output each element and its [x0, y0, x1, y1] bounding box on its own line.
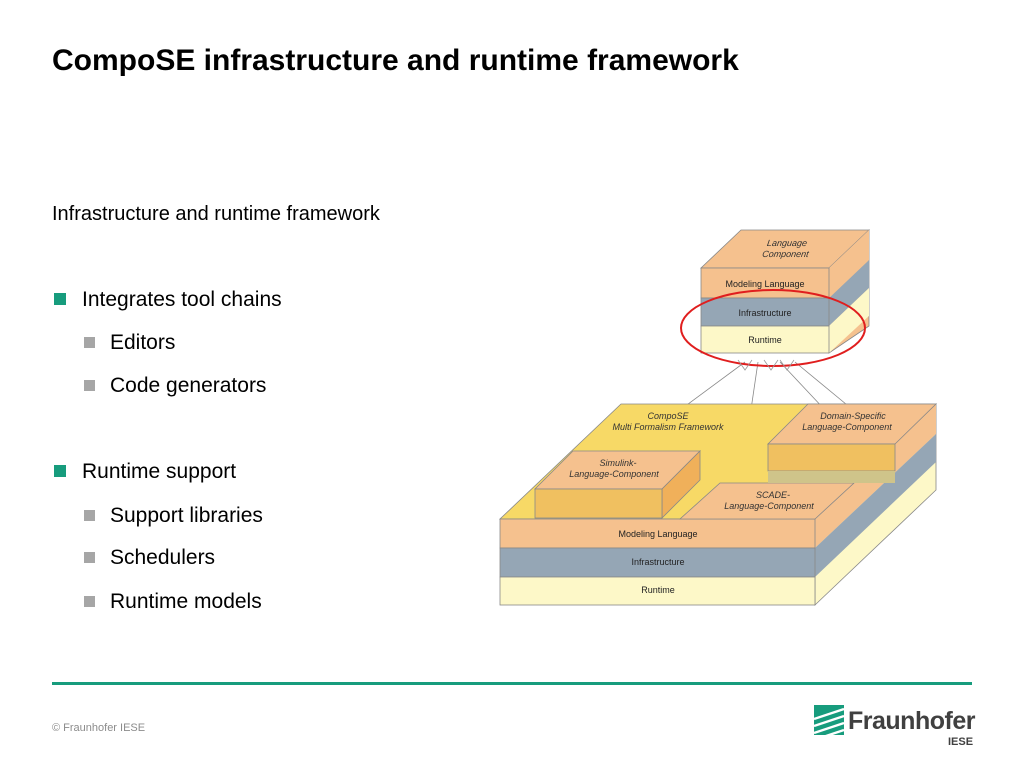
logo-subtitle: IESE: [948, 736, 974, 748]
bullet-text: Runtime support: [82, 460, 237, 483]
arrowhead-icon: [779, 359, 795, 371]
bottom-modeling-label: Modeling Language: [618, 529, 697, 539]
sub-bullet-text: Runtime models: [110, 590, 262, 613]
gray-bullet-icon: [84, 380, 95, 391]
dsl-shadow: [768, 471, 895, 483]
infrastructure-layer: [700, 297, 830, 327]
logo-wordmark: Fraunhofer: [848, 707, 975, 735]
gray-bullet-icon: [84, 337, 95, 348]
top-runtime-label: Runtime: [748, 335, 782, 345]
fraunhofer-logo-icon: [814, 705, 844, 735]
framework-infrastructure-side: [815, 434, 936, 577]
simulink-component: [534, 450, 701, 519]
slide-title: CompoSE infrastructure and runtime frame…: [52, 44, 739, 77]
teal-bullet-icon: [54, 465, 66, 477]
dsl-front-face: [767, 443, 896, 472]
top-modeling-label: Modeling Language: [725, 279, 804, 289]
arrowhead-icon: [763, 359, 779, 371]
simulink-label-line1: Simulink-: [599, 458, 636, 468]
framework-runtime-layer: [499, 576, 816, 606]
dsl-label-line2: Language-Component: [802, 422, 892, 432]
scade-label-line1: SCADE-: [756, 490, 790, 500]
top-infrastructure-label: Infrastructure: [738, 308, 791, 318]
bottom-runtime-label: Runtime: [641, 585, 675, 595]
bullet-text: Integrates tool chains: [82, 288, 282, 311]
simulink-front-face: [534, 488, 663, 519]
gray-bullet-icon: [84, 552, 95, 563]
teal-bullet-icon: [54, 293, 66, 305]
modeling-language-layer: [700, 267, 830, 299]
slide-subtitle: Infrastructure and runtime framework: [52, 203, 380, 225]
gray-bullet-icon: [84, 510, 95, 521]
modeling-side-face: [829, 230, 869, 298]
framework-infrastructure-layer: [499, 547, 816, 578]
copyright-text: © Fraunhofer IESE: [52, 722, 146, 734]
runtime-side-face: [829, 288, 869, 353]
footer-rule: [52, 682, 972, 685]
sub-bullet-text: Support libraries: [110, 504, 263, 527]
component-label-line1: Language: [766, 238, 807, 248]
framework-label-line2: Multi Formalism Framework: [612, 422, 724, 432]
infrastructure-side-face: [829, 260, 869, 326]
language-component-block: [699, 229, 871, 354]
dsl-component: [767, 403, 937, 483]
highlight-ellipse: [680, 289, 866, 367]
bottom-infrastructure-label: Infrastructure: [631, 557, 684, 567]
connector-line: [779, 361, 826, 411]
sub-bullet-text: Schedulers: [110, 546, 216, 569]
framework-label-line1: CompoSE: [647, 411, 689, 421]
architecture-diagram: Language Component Modeling Language Inf…: [490, 222, 950, 614]
scade-label-line2: Language-Component: [724, 501, 814, 511]
runtime-layer: [700, 325, 830, 354]
gray-bullet-icon: [84, 596, 95, 607]
arrowhead-icon: [737, 359, 753, 371]
sub-bullet-text: Code generators: [110, 374, 267, 397]
framework-modeling-layer: [499, 518, 816, 549]
fraunhofer-logo: Fraunhofer IESE: [812, 703, 977, 751]
component-label-line2: Component: [762, 249, 810, 259]
dsl-label-line1: Domain-Specific: [820, 411, 886, 421]
sub-bullet-text: Editors: [110, 331, 176, 354]
simulink-label-line2: Language-Component: [569, 469, 659, 479]
